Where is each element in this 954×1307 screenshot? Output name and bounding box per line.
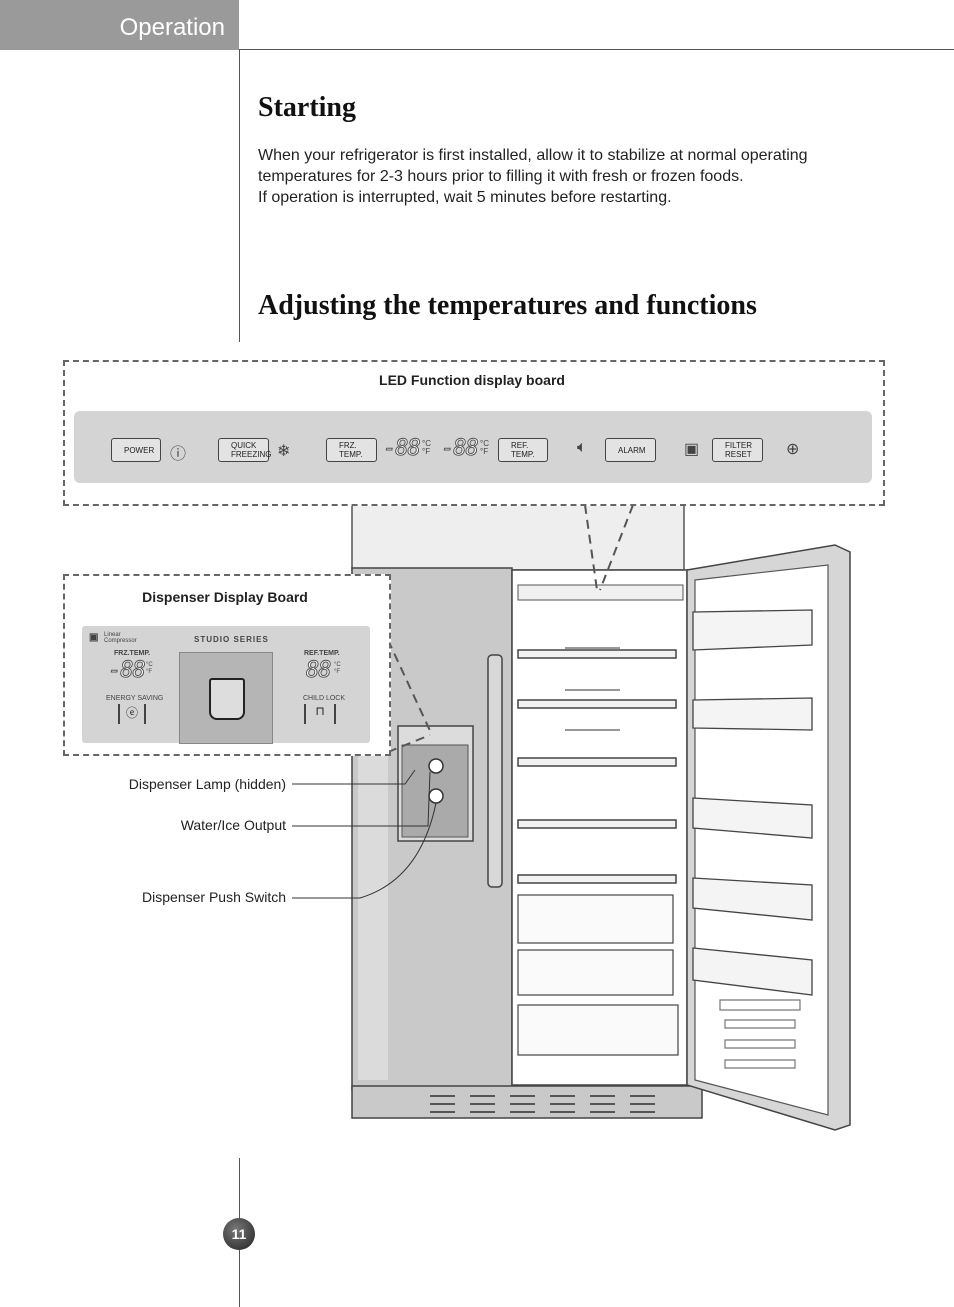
freezer-temp-display: -88 — [383, 436, 422, 462]
callout-switch: Dispenser Push Switch — [142, 889, 286, 905]
unit-c: °C — [422, 439, 431, 448]
unit-c: °C — [334, 662, 341, 668]
ref-temp-button[interactable]: REF.TEMP. — [498, 438, 548, 462]
brand-line: Linear — [104, 632, 121, 638]
snowflake-icon: ❄ — [277, 443, 291, 460]
led-board-title: LED Function display board — [379, 372, 565, 388]
freezer-units: °C°F — [422, 440, 431, 456]
filter-reset-line: FILTER — [725, 441, 752, 450]
starting-paragraph: When your refrigerator is first installe… — [258, 145, 938, 208]
section-tab-label: Operation — [119, 14, 225, 41]
child-lock-button[interactable]: ⊓ — [304, 704, 336, 724]
lock-icon: ⊓ — [315, 704, 325, 718]
output-marker — [428, 788, 444, 804]
starting-line: When your refrigerator is first installe… — [258, 147, 808, 164]
child-lock-label: CHILD LOCK — [303, 695, 346, 702]
frz-temp-button[interactable]: FRZ.TEMP. — [326, 438, 377, 462]
power-button[interactable]: POWER — [111, 438, 161, 462]
energy-saving-icon: ⓔ — [125, 706, 138, 720]
filter-icon: ▣ — [684, 441, 700, 458]
starting-line: If operation is interrupted, wait 5 minu… — [258, 189, 672, 206]
cup-icon — [209, 678, 245, 720]
frz-temp-line: TEMP. — [339, 450, 363, 459]
door-handle — [487, 654, 503, 888]
header-rule — [239, 49, 954, 50]
lamp-marker — [428, 758, 444, 774]
compressor-icon: ▣ — [89, 632, 99, 643]
frz-temp-line: FRZ. — [339, 441, 357, 450]
power-button-label: POWER — [124, 446, 155, 455]
ref-temp-label: REF.TEMP. — [304, 650, 340, 657]
speaker-icon: 🔈︎ — [577, 439, 587, 456]
section-tab: Operation — [0, 0, 239, 50]
fridge-temp-display: -88 — [441, 436, 480, 462]
callout-lamp: Dispenser Lamp (hidden) — [128, 776, 286, 792]
dispenser-board-title: Dispenser Display Board — [142, 589, 308, 605]
brand-line: Compressor — [104, 638, 137, 644]
frz-temp-label: FRZ.TEMP. — [114, 650, 151, 657]
alarm-button-label: ALARM — [618, 446, 646, 455]
fridge-units: °C°F — [480, 440, 489, 456]
filter-reset-line: RESET — [725, 450, 752, 459]
fridge-top-panel — [351, 499, 685, 571]
unit-f: °F — [422, 447, 431, 456]
ref-temp-line: TEMP. — [511, 450, 535, 459]
margin-rule-top — [239, 50, 240, 342]
ref-temp-line: REF. — [511, 441, 529, 450]
unit-f: °F — [146, 669, 153, 675]
unit-f: °F — [480, 447, 489, 456]
power-icon: ⓘ — [170, 446, 187, 463]
energy-saving-label: ENERGY SAVING — [106, 695, 164, 702]
quick-freezing-line: FREEZING — [231, 450, 272, 459]
dispenser-freezer-units: °C°F — [146, 662, 153, 676]
unit-c: °C — [146, 662, 153, 668]
dispenser-paddle-area — [179, 652, 273, 744]
base-grille — [351, 1085, 703, 1119]
energy-saving-button[interactable]: ⓔ — [118, 704, 146, 724]
smart-diagnosis-icon: ⊕ — [786, 441, 800, 458]
adjusting-heading: Adjusting the temperatures and functions — [258, 290, 757, 321]
unit-f: °F — [334, 669, 341, 675]
dispenser-fridge-display: 88 — [306, 658, 332, 684]
quick-freezing-line: QUICK — [231, 441, 257, 450]
dispenser-fridge-units: °C°F — [334, 662, 341, 676]
starting-heading: Starting — [258, 92, 356, 123]
page-number: 11 — [223, 1218, 255, 1250]
series-label: STUDIO SERIES — [194, 635, 269, 644]
dispenser-freezer-display: -88 — [108, 658, 147, 684]
alarm-button[interactable]: ALARM — [605, 438, 656, 462]
unit-c: °C — [480, 439, 489, 448]
callout-output: Water/Ice Output — [180, 817, 286, 833]
starting-line: temperatures for 2-3 hours prior to fill… — [258, 168, 744, 185]
